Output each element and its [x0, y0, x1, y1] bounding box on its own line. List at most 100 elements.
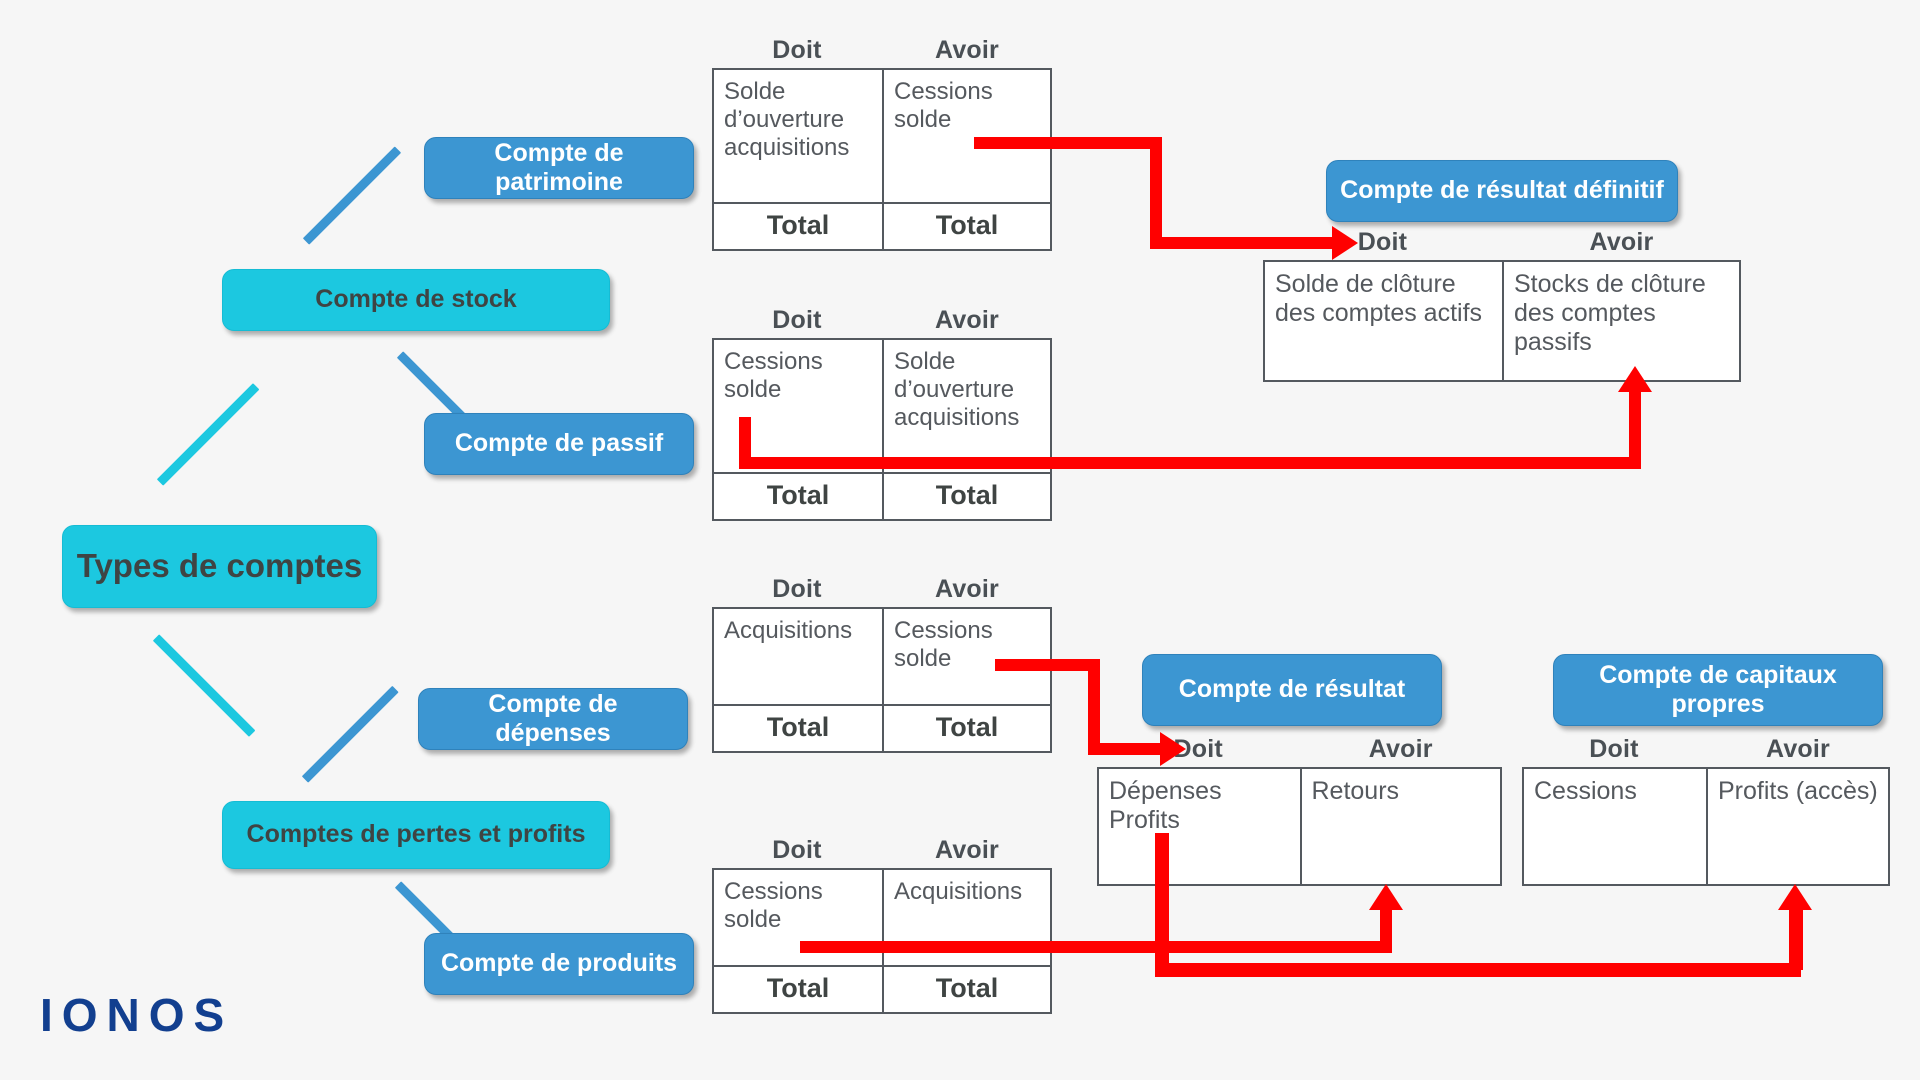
t-account-grid: Cessions solde Solde d’ouverture acquisi…: [712, 338, 1052, 522]
node-compte-de-produits[interactable]: Compte de produits: [424, 933, 694, 995]
node-label: Compte de patrimoine: [494, 138, 624, 197]
cell-debit: Acquisitions: [724, 617, 853, 644]
t-account-depenses: Doit Avoir Acquisitions Cessions solde T…: [712, 575, 1052, 754]
cell-debit: Solde d’ouverture acquisitions: [724, 78, 850, 161]
connector-root-to-pertes-profits: [152, 634, 256, 737]
cell-credit: Profits (accès): [1706, 769, 1888, 884]
column-header-doit: Doit: [772, 306, 822, 334]
flow-arrow-depenses-horizontal-1: [995, 659, 1100, 671]
node-label: Compte de résultat définitif: [1340, 176, 1664, 205]
table-row: Cessions solde Acquisitions: [714, 870, 1050, 965]
t-account-patrimoine: Doit Avoir Solde d’ouverture acquisition…: [712, 36, 1052, 252]
node-label: Compte de stock: [315, 285, 517, 314]
node-compte-de-resultat[interactable]: Compte de résultat: [1142, 654, 1442, 726]
column-header-doit: Doit: [772, 36, 822, 64]
cell-debit: Cessions: [1534, 777, 1637, 805]
node-compte-de-passif[interactable]: Compte de passif: [424, 413, 694, 475]
node-label: Compte de capitaux propres: [1599, 660, 1837, 719]
t-account-grid: Acquisitions Cessions solde Total Total: [712, 607, 1052, 754]
flow-arrow-depenses-vertical: [1088, 659, 1100, 755]
table-row-total: Total Total: [714, 472, 1050, 520]
flow-arrow-passif-vertical: [739, 417, 751, 463]
node-comptes-de-pertes-et-profits[interactable]: Comptes de pertes et profits: [222, 801, 610, 869]
t-account-resultat-definitif: Doit Avoir Solde de clôture des comptes …: [1263, 228, 1741, 382]
t-account-grid: Cessions Profits (accès): [1522, 767, 1890, 886]
node-label: Compte de produits: [440, 949, 678, 978]
node-compte-de-depenses[interactable]: Compte de dépenses: [418, 688, 688, 750]
node-compte-de-stock[interactable]: Compte de stock: [222, 269, 610, 331]
column-header-doit: Doit: [772, 836, 822, 864]
t-account-capitaux-propres: Doit Avoir Cessions Profits (accès): [1522, 735, 1890, 886]
t-account-headers: Doit Avoir: [712, 575, 1052, 607]
t-account-passif: Doit Avoir Cessions solde Solde d’ouvert…: [712, 306, 1052, 522]
node-label: Compte de résultat: [1178, 675, 1406, 704]
flow-arrow-passif-riser: [1629, 390, 1641, 462]
cell-debit: Solde de clôture des comptes actifs: [1275, 270, 1483, 327]
ionos-logo: IONOS: [40, 989, 234, 1041]
cell-credit: Cessions solde: [882, 609, 1050, 704]
flow-arrowhead-resultat-definitif-avoir: [1618, 366, 1652, 392]
flow-arrowhead-resultat-doit: [1160, 732, 1186, 766]
flow-arrow-patrimoine-horizontal-1: [974, 137, 1162, 149]
column-header-avoir: Avoir: [935, 575, 999, 603]
connector-pertes-to-depenses: [301, 685, 399, 783]
flow-arrowhead-resultat-avoir: [1369, 884, 1403, 910]
cell-total-debit: Total: [766, 480, 830, 510]
cell-total-credit: Total: [882, 706, 1050, 752]
flow-arrow-produits-riser: [1380, 908, 1392, 953]
node-label: Comptes de pertes et profits: [246, 820, 586, 849]
t-account-grid: Solde d’ouverture acquisitions Cessions …: [712, 68, 1052, 252]
t-account-headers: Doit Avoir: [1263, 228, 1741, 260]
table-row-total: Total Total: [714, 965, 1050, 1013]
table-row: Cessions Profits (accès): [1524, 769, 1888, 884]
node-label: Types de comptes: [76, 547, 363, 585]
t-account-headers: Doit Avoir: [712, 306, 1052, 338]
cell-credit: Cessions solde: [882, 70, 1050, 202]
flow-arrow-passif-horizontal: [739, 457, 1641, 469]
column-header-avoir: Avoir: [935, 306, 999, 334]
cell-total-debit: Total: [766, 712, 830, 742]
table-row: Dépenses Profits Retours: [1099, 769, 1500, 884]
table-row: Solde de clôture des comptes actifs Stoc…: [1265, 262, 1739, 380]
column-header-avoir: Avoir: [1766, 735, 1830, 763]
node-types-de-comptes[interactable]: Types de comptes: [62, 525, 377, 608]
table-row-total: Total Total: [714, 704, 1050, 752]
cell-debit: Cessions solde: [724, 878, 823, 933]
t-account-headers: Doit Avoir: [1522, 735, 1890, 767]
t-account-grid: Solde de clôture des comptes actifs Stoc…: [1263, 260, 1741, 382]
flow-arrow-patrimoine-vertical: [1150, 137, 1162, 249]
flow-arrow-produits-horizontal: [800, 941, 1392, 953]
flow-arrow-depenses-horizontal-2: [1088, 743, 1172, 755]
column-header-avoir: Avoir: [935, 836, 999, 864]
flow-arrow-capitaux-riser: [1789, 908, 1803, 970]
column-header-doit: Doit: [772, 575, 822, 603]
node-compte-de-capitaux-propres[interactable]: Compte de capitaux propres: [1553, 654, 1883, 726]
table-row-total: Total Total: [714, 202, 1050, 250]
node-compte-de-resultat-definitif[interactable]: Compte de résultat définitif: [1326, 160, 1678, 222]
node-compte-de-patrimoine[interactable]: Compte de patrimoine: [424, 137, 694, 199]
cell-credit: Retours: [1299, 769, 1501, 884]
cell-credit: Stocks de clôture des comptes passifs: [1502, 262, 1739, 380]
table-row: Acquisitions Cessions solde: [714, 609, 1050, 704]
flow-arrowhead-capitaux-propres-avoir: [1778, 884, 1812, 910]
cell-debit: Cessions solde: [724, 348, 823, 403]
cell-total-debit: Total: [766, 973, 830, 1003]
cell-total-credit: Total: [882, 967, 1050, 1013]
cell-total-credit: Total: [882, 474, 1050, 520]
node-label: Compte de passif: [454, 429, 664, 458]
connector-stock-to-patrimoine: [302, 146, 402, 245]
flow-arrowhead-resultat-definitif-doit: [1332, 226, 1358, 260]
column-header-doit: Doit: [1357, 228, 1408, 256]
column-header-avoir: Avoir: [935, 36, 999, 64]
column-header-doit: Doit: [1589, 735, 1639, 763]
node-label: Compte de dépenses: [488, 689, 618, 748]
table-row: Solde d’ouverture acquisitions Cessions …: [714, 70, 1050, 202]
column-header-avoir: Avoir: [1368, 735, 1433, 763]
t-account-headers: Doit Avoir: [712, 36, 1052, 68]
flow-arrow-resultat-vertical: [1155, 833, 1169, 975]
cell-total-debit: Total: [766, 210, 830, 240]
flow-arrow-patrimoine-horizontal-2: [1150, 237, 1340, 249]
flow-arrow-resultat-horizontal: [1155, 963, 1801, 977]
connector-root-to-stock: [156, 383, 260, 486]
